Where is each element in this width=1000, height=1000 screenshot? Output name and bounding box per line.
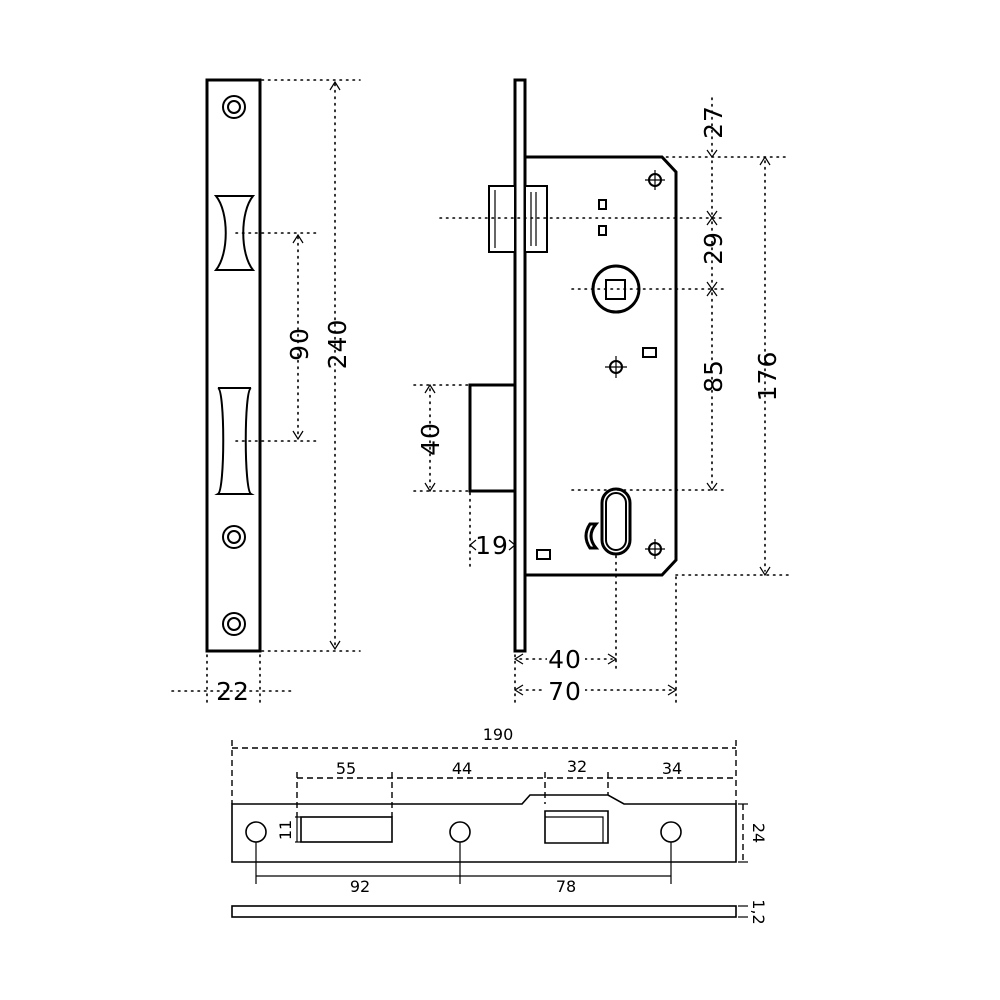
- strike-screw-hole-middle: [449, 821, 471, 843]
- case-height-label: 176: [753, 351, 782, 402]
- faceplate-outline: [205, 78, 262, 653]
- strike-seg2-label: 44: [452, 759, 472, 778]
- strike-plate-dimensions: 190 55 44 32 34 24 11 92 78 1,2: [231, 725, 768, 925]
- faceplate-height-label: 240: [323, 319, 352, 370]
- strike-plate-side-view: [231, 905, 737, 918]
- bolt-throw-label: 19: [475, 531, 509, 560]
- follower-to-spindle-label: 29: [699, 231, 728, 265]
- strike-overall-length-label: 190: [483, 725, 514, 744]
- faceplate-spacing-label: 90: [285, 327, 314, 361]
- lock-body-side-view: [468, 78, 678, 653]
- dead-bolt: [468, 383, 517, 493]
- lock-body-dimensions: 27 29 85 176 40 19 40 70: [413, 97, 791, 706]
- strike-height-label: 24: [749, 823, 768, 843]
- faceplate-front-view: [205, 78, 262, 653]
- faceplate-latch-opening: [213, 195, 256, 271]
- strike-latch-slot: [300, 816, 393, 843]
- case-depth-label: 70: [548, 677, 582, 706]
- backset-label: 40: [548, 645, 582, 674]
- strike-seg4-label: 34: [662, 759, 682, 778]
- spindle-to-cylinder-label: 85: [699, 359, 728, 393]
- strike-plate-front-view: [231, 794, 737, 863]
- case-screw-top: [645, 170, 665, 190]
- strike-bolt-slot: [544, 810, 609, 844]
- case-screw-middle: [605, 356, 627, 378]
- strike-screw-hole-left: [245, 821, 267, 843]
- cylinder-cam-notch: [584, 522, 600, 550]
- strike-seg3-label: 32: [567, 757, 587, 776]
- bolt-height-label: 40: [416, 422, 445, 456]
- faceplate-width-label: 22: [216, 677, 250, 706]
- strike-thickness-label: 1,2: [749, 899, 768, 924]
- strike-hole-spacing1-label: 92: [350, 877, 370, 896]
- strike-screw-hole-right: [660, 821, 682, 843]
- case-screw-bottom: [645, 539, 665, 559]
- strike-seg1-label: 55: [336, 759, 356, 778]
- faceplate-dimensions: 240 90 22: [171, 79, 361, 706]
- latch-bolt: [488, 185, 548, 253]
- strike-hole-spacing2-label: 78: [556, 877, 576, 896]
- faceplate-bolt-opening: [214, 387, 255, 495]
- strike-plate-outline: [231, 794, 737, 863]
- strike-slot-height-label: 11: [276, 820, 295, 840]
- latch-to-follower-label: 27: [699, 105, 728, 139]
